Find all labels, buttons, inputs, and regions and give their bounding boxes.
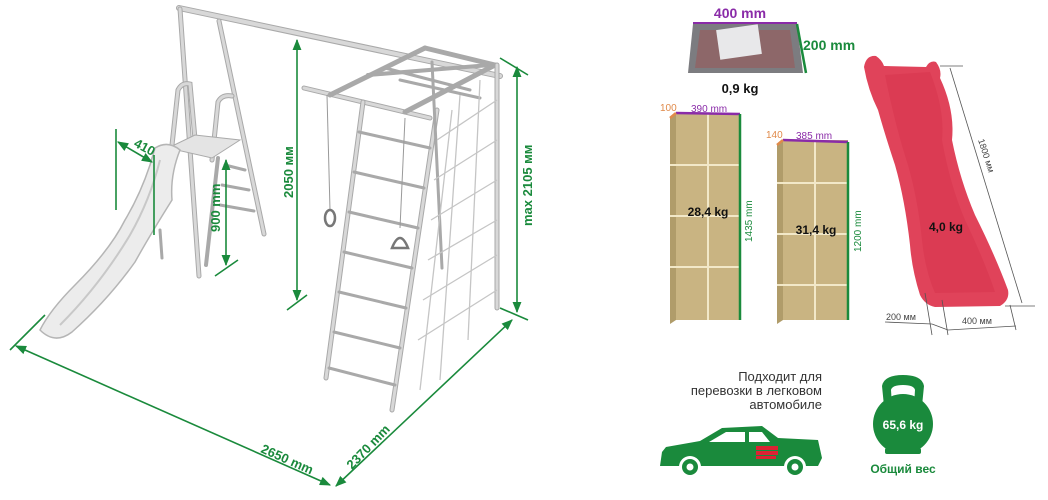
box-1-weight: 28,4 kg (688, 205, 729, 219)
slide-shape (39, 143, 181, 339)
car-icon (660, 426, 822, 478)
box-1-width: 390 mm (691, 104, 727, 115)
box-2-width: 385 mm (796, 131, 832, 142)
dim-2370-label: 2370 mm (343, 422, 392, 472)
net-pack-width: 400 mm (714, 5, 766, 21)
net-pack: 400 mm 200 mm 0,9 kg (688, 5, 855, 96)
total-weight-value: 65,6 kg (883, 418, 924, 432)
dim-900-label: 900 mm (208, 184, 223, 232)
net-pack-weight: 0,9 kg (722, 81, 759, 96)
total-weight-label: Общий вес (870, 462, 936, 476)
box-1: 100 390 mm 28,4 kg 1435 mm (660, 103, 755, 324)
dim-2050-label: 2050 мм (281, 146, 296, 198)
slide-weight: 4,0 kg (929, 220, 963, 234)
box-2-depth: 140 (766, 130, 783, 141)
box-2-weight: 31,4 kg (796, 223, 837, 237)
slide-length: 1800 мм (976, 138, 996, 174)
dim-2650-label: 2650 mm (259, 441, 316, 477)
total-weight: 65,6 kg Общий вес (870, 375, 936, 476)
dimension-lines (9, 38, 529, 487)
box-2-height: 1200 mm (853, 210, 864, 252)
red-slide: 1800 мм 4,0 kg 200 мм 400 мм (864, 55, 1035, 336)
playground-assembly: 410 900 mm 2050 мм max 2105 мм 2650 mm 2… (9, 5, 535, 487)
net-pack-height: 200 mm (803, 37, 855, 53)
transport-info: Подходит для перевозки в легковом автомо… (660, 369, 822, 478)
dim-max-2105-label: max 2105 мм (520, 145, 535, 226)
box-1-depth: 100 (660, 103, 677, 114)
box-2: 140 385 mm 31,4 kg 1200 mm (766, 130, 864, 324)
slide-width-large: 400 мм (962, 316, 992, 326)
slide-width-small: 200 мм (886, 312, 916, 322)
kettlebell-icon (873, 375, 933, 454)
transport-line-1: Подходит для (738, 369, 822, 384)
box-1-height: 1435 mm (744, 200, 755, 242)
transport-line-2: перевозки в легковом (691, 383, 822, 398)
climbing-frame (301, 45, 500, 413)
swing-frame (166, 5, 503, 279)
transport-line-3: автомобиле (749, 397, 822, 412)
